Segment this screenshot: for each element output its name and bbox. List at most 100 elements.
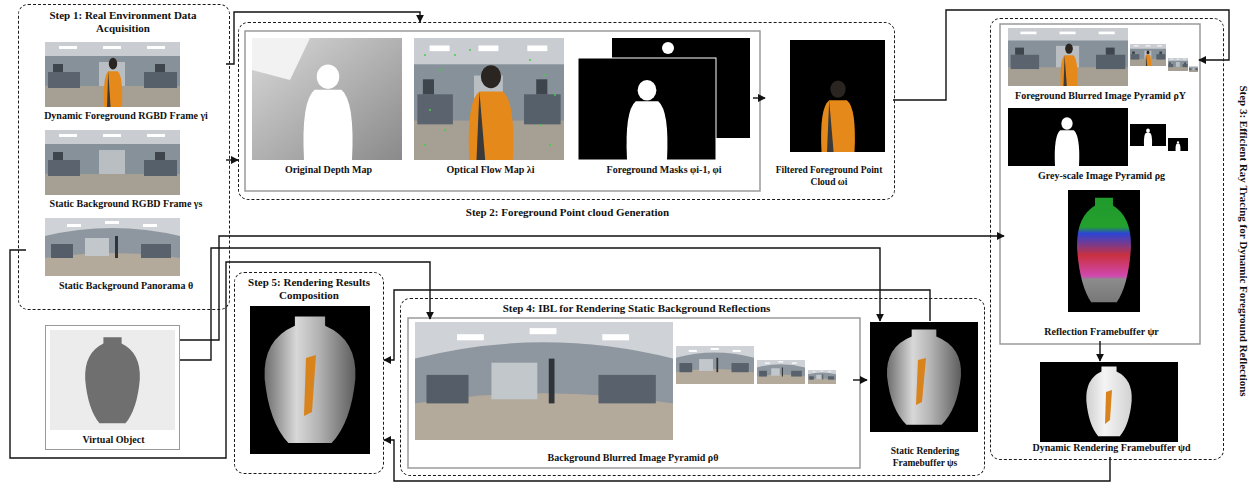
object-backdrop bbox=[50, 330, 175, 430]
reflection-streak bbox=[304, 355, 316, 416]
mask-blob bbox=[662, 42, 674, 54]
depth-highlight bbox=[252, 38, 310, 80]
flow-arrow bbox=[226, 159, 238, 160]
flow-arrow bbox=[226, 12, 420, 64]
reflection-framebuffer bbox=[1068, 190, 1140, 312]
rgbd-foreground-photo bbox=[45, 42, 180, 107]
mask-silhouette bbox=[1055, 117, 1080, 166]
caption: Static Background Panorama θ bbox=[26, 280, 226, 292]
caption: Background Blurred Image Pyramid ρθ bbox=[413, 452, 853, 464]
pyramid-level bbox=[757, 360, 805, 384]
panorama-photo bbox=[45, 218, 180, 276]
flow-dots bbox=[424, 49, 556, 146]
mask-silhouette bbox=[1144, 128, 1152, 146]
pyramid-level bbox=[676, 346, 754, 384]
vase-white bbox=[1086, 367, 1131, 437]
static-framebuffer bbox=[870, 322, 978, 432]
foreground-pyramid bbox=[1008, 28, 1198, 86]
group-frame bbox=[245, 31, 760, 191]
pyramid-level bbox=[808, 370, 836, 384]
caption: Virtual Object bbox=[46, 434, 181, 446]
rgbd-background-photo bbox=[45, 130, 180, 195]
dynamic-framebuffer bbox=[1040, 362, 1178, 442]
composed-result bbox=[250, 306, 370, 454]
image-panel: Foreground Masks φi-1, φi bbox=[575, 35, 753, 179]
mask-current bbox=[578, 58, 716, 160]
image-panel: Optical Flow Map λi bbox=[413, 35, 568, 179]
step-title: Step 2: Foreground Point cloud Generatio… bbox=[239, 206, 896, 218]
vase-silver bbox=[265, 317, 356, 444]
flow-arrow bbox=[180, 248, 880, 360]
step-frame: Step 1: Real Environment Data Acquisitio… bbox=[18, 4, 230, 310]
background-pyramid bbox=[415, 322, 836, 440]
caption: Dynamic Rendering Framebuffer ψd bbox=[1004, 442, 1219, 454]
caption: Foreground Blurred Image Pyramid ρY bbox=[1002, 90, 1199, 102]
flow-arrow bbox=[10, 250, 430, 458]
greyscale-pyramid bbox=[1008, 108, 1188, 166]
step-frame: Step 2: Foreground Point cloud Generatio… bbox=[238, 22, 895, 200]
flow-person bbox=[469, 65, 514, 160]
step-frame: Step 4: IBL for Rendering Static Backgro… bbox=[400, 298, 985, 476]
depth-map bbox=[252, 38, 402, 160]
mask-silhouette bbox=[627, 80, 668, 160]
pyramid-level bbox=[1130, 44, 1166, 66]
caption: Static Rendering Framebuffer ψs bbox=[867, 445, 983, 469]
mask-silhouette bbox=[1176, 141, 1181, 151]
group-frame bbox=[408, 318, 860, 468]
person-figure bbox=[1061, 43, 1078, 86]
flow-arrow bbox=[1099, 341, 1100, 361]
reflection-streak bbox=[916, 358, 926, 405]
pyramid-level bbox=[1008, 108, 1128, 166]
image-panel: Static Background RGBD Frame γs bbox=[26, 129, 226, 213]
reflection-streak bbox=[1105, 390, 1112, 424]
caption: Filtered Foreground Point Cloud ωi bbox=[765, 164, 893, 188]
image-panel: Original Depth Map bbox=[251, 35, 406, 179]
step-frame: Step 3: Efficient Ray Tracing for Dynami… bbox=[990, 18, 1224, 460]
cloud-ground bbox=[790, 40, 885, 152]
image-panel: Static Background Panorama θ bbox=[26, 217, 226, 295]
step-title: Step 1: Real Environment Data Acquisitio… bbox=[43, 9, 203, 35]
cloud-person bbox=[821, 80, 855, 152]
image-panel: Background Blurred Image Pyramid ρθ bbox=[413, 319, 853, 467]
caption: Dynamic Foreground RGBD Frame γi bbox=[26, 110, 226, 122]
flow-room bbox=[414, 38, 564, 160]
caption: Reflection Framebuffer ψr bbox=[1004, 326, 1199, 338]
vase-coded bbox=[1077, 198, 1131, 302]
depth-silhouette bbox=[303, 64, 352, 160]
flow-arrow bbox=[384, 440, 1110, 481]
pyramid-level bbox=[1130, 124, 1166, 146]
optical-flow-map bbox=[414, 38, 564, 160]
framebuffer-ground bbox=[1040, 362, 1178, 442]
caption: Optical Flow Map λi bbox=[413, 164, 568, 176]
step-title: Step 3: Efficient Ray Tracing for Dynami… bbox=[1236, 31, 1252, 451]
pyramid-level bbox=[1168, 58, 1188, 71]
image-panel: Foreground Blurred Image Pyramid ρY bbox=[1002, 27, 1199, 105]
caption: Original Depth Map bbox=[251, 164, 406, 176]
flow-arrow bbox=[853, 379, 867, 380]
pyramid-level bbox=[1168, 138, 1188, 151]
pyramid-level bbox=[1008, 28, 1128, 86]
depth-ground bbox=[252, 38, 402, 160]
group-frame bbox=[1000, 24, 1200, 344]
step-title: Step 5: Rendering Results Composition bbox=[236, 276, 382, 302]
caption: Foreground Masks φi-1, φi bbox=[575, 164, 753, 176]
image-panel: Filtered Foreground Point Cloud ωi bbox=[765, 35, 893, 191]
image-panel: Dynamic Foreground RGBD Frame γi bbox=[26, 41, 226, 125]
pyramid-level bbox=[1189, 66, 1198, 72]
person-figure bbox=[1145, 51, 1151, 66]
room-photo bbox=[45, 42, 180, 107]
pyramid-level bbox=[415, 322, 673, 440]
caption: Grey-scale Image Pyramid ρg bbox=[1004, 170, 1199, 182]
flow-arrow bbox=[893, 10, 1229, 100]
result-ground bbox=[250, 306, 370, 454]
vase-silver bbox=[887, 329, 961, 424]
framebuffer-ground bbox=[870, 322, 978, 432]
flow-arrow bbox=[384, 290, 930, 360]
person-figure bbox=[104, 58, 122, 107]
image-panel: Static Rendering Framebuffer ψs bbox=[867, 321, 983, 471]
step-title: Step 4: IBL for Rendering Static Backgro… bbox=[409, 302, 864, 314]
point-cloud bbox=[790, 40, 885, 152]
foreground-masks bbox=[578, 38, 750, 160]
